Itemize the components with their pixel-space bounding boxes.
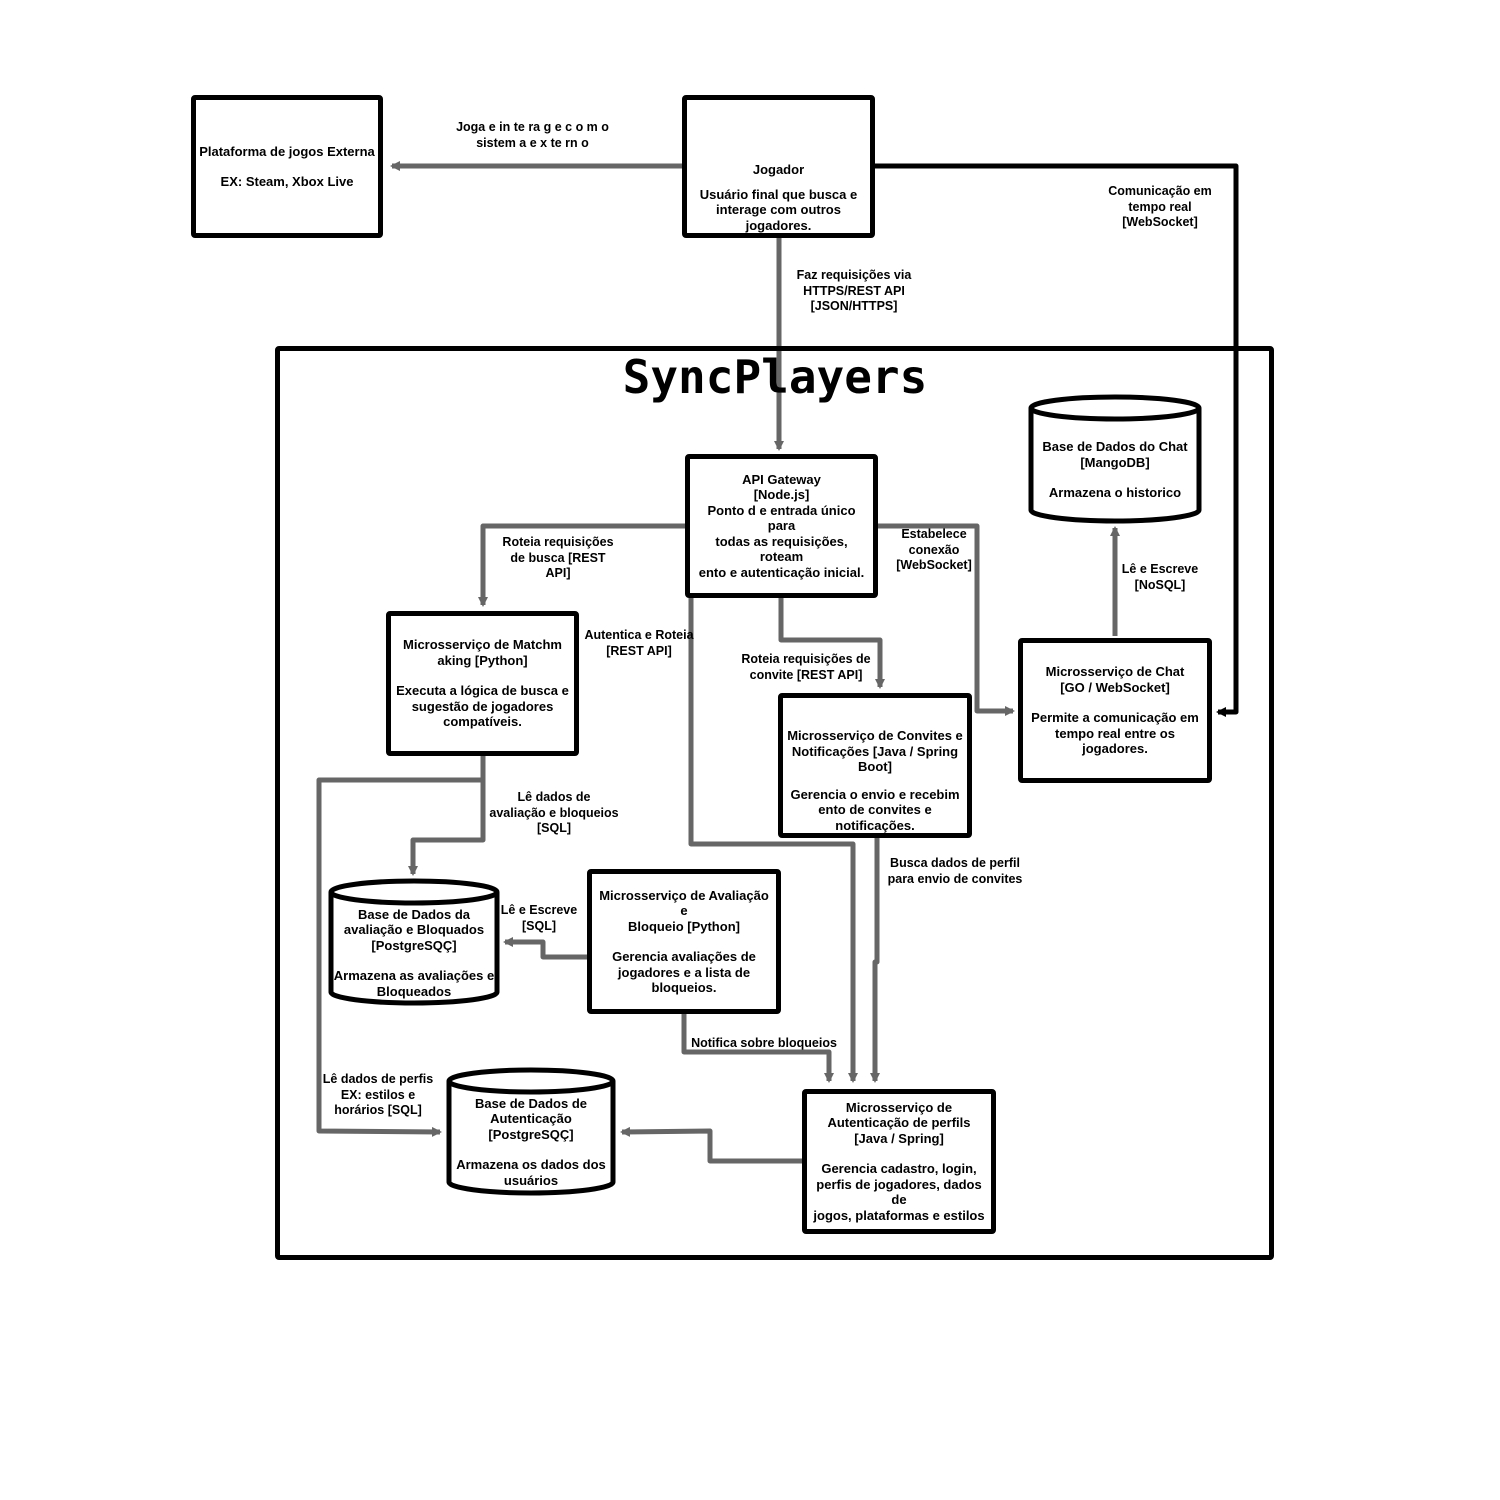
matchmaking-box-text-line: Executa a lógica de busca e	[396, 683, 569, 699]
rating-db-label-text-line: Armazena as avaliações e	[333, 968, 495, 984]
api-gateway-box-text-line: Ponto d e entrada único para	[707, 502, 856, 534]
matchmaking-box-text-line: compatíveis.	[443, 714, 522, 730]
chat-db-label-text-line: [MangoDB]	[1080, 454, 1150, 470]
rating-service-box-text-line: Microsserviço de Avaliação e	[599, 887, 769, 919]
label-invites-auth: Busca dados de perfil para envio de conv…	[887, 856, 1023, 886]
label-gateway-chat: Estabelece conexão [WebSocket]	[896, 527, 972, 572]
chat-service-box[interactable]: Microsserviço de Chat[GO / WebSocket] Per…	[1018, 638, 1212, 783]
rating-db-label-text-line: [PostgreSQÇ]	[371, 937, 457, 953]
auth-db-label-text-line: Base de Dados de	[475, 1095, 587, 1111]
rating-service-box-text-line: bloqueios.	[651, 980, 717, 995]
matchmaking-box-text-line: aking [Python]	[437, 652, 528, 668]
auth-db-label-text-line: Armazena os dados dos	[456, 1157, 606, 1173]
auth-db-label-text-line: Autenticação	[490, 1111, 572, 1127]
system-title: SyncPlayers	[622, 350, 928, 404]
cylinder-auth-db	[446, 1067, 616, 1196]
edge-rating-auth	[681, 1013, 834, 1083]
auth-db-label-text-line: [PostgreSQÇ]	[488, 1126, 574, 1142]
chat-service-box-text-line: jogadores.	[1082, 741, 1148, 757]
invites-box-text-line: Notificações [Java / Spring	[791, 743, 959, 759]
edge-rating-ratingdb	[503, 937, 588, 960]
api-gateway-box-text-line: API Gateway	[742, 471, 821, 487]
auth-service-box-text-line: jogos, plataformas e estilos	[813, 1207, 985, 1223]
edge-gateway-chat	[877, 523, 1015, 716]
label-matchmaking-authdb: Lê dados de perfis EX: estilos e horário…	[322, 1072, 434, 1117]
matchmaking-box-text-line: Microsserviço de Matchm	[403, 637, 562, 653]
chat-db-label-text-line: Armazena o historico	[1048, 485, 1182, 501]
api-gateway-box-text-line: todas as requisições, roteam	[715, 533, 848, 565]
edge-player-chat	[874, 163, 1239, 717]
label-rating-ratingdb: Lê e Escreve [SQL]	[500, 903, 578, 933]
chat-service-box-text-line: [GO / WebSocket]	[1060, 679, 1170, 695]
label-gateway-invites: Roteia requisições de convite [REST API]	[741, 652, 871, 682]
api-gateway-box-text-line: [Node.js]	[753, 487, 810, 503]
cylinder-rating-db	[328, 878, 500, 1006]
chat-service-box-text-line: Microsserviço de Chat	[1045, 664, 1185, 680]
rating-service-box-text-line: Bloqueio [Python]	[628, 918, 740, 934]
invites-box-text-line: ento de convites e	[818, 802, 932, 817]
chat-service-box-text-line: Permite a comunicação em	[1031, 710, 1199, 726]
label-player-gateway: Faz requisições via HTTPS/REST API [JSON…	[796, 268, 912, 313]
edge-gateway-invites	[778, 598, 885, 689]
chat-db-label[interactable]: Base de Dados do Chat[MangoDB] Armazena o…	[1031, 420, 1199, 520]
auth-service-box-text-line: perfis de jogadores, dados de	[816, 1176, 982, 1208]
auth-service-box-text-line: Gerencia cadastro, login,	[821, 1161, 977, 1177]
player-box-text-line: jogadores.	[745, 217, 812, 233]
edge-gateway-matchmaking	[478, 523, 686, 607]
auth-db-label-text-line: usuários	[503, 1172, 559, 1188]
invites-box-text-line: notificações.	[835, 817, 915, 833]
rating-service-box-text-line: jogadores e a lista de	[617, 964, 751, 980]
rating-db-label-text-line: Base de Dados da	[358, 906, 470, 922]
invites-box-text-line: Microsserviço de Convites e	[787, 728, 963, 743]
api-gateway-box-text-line: ento e autenticação inicial.	[698, 564, 865, 580]
edge-matchmaking-authdb	[316, 777, 483, 1137]
invites-box-text-line: Boot]	[858, 759, 892, 774]
player-box-text-line: interage com outros	[716, 202, 841, 217]
external-platform-box-text-line: EX: Steam, Xbox Live	[220, 174, 354, 189]
edge-matchmaking-ratingdb	[408, 755, 486, 876]
chat-db-label-text-line: Base de Dados do Chat	[1042, 439, 1188, 455]
label-gateway-matchmaking: Roteia requisições de busca [REST API]	[502, 535, 614, 580]
auth-service-box-text-line: Autenticação de perfils	[827, 1115, 971, 1131]
label-gateway-auth: Autentica e Roteia [REST API]	[584, 628, 694, 658]
label-matchmaking-ratingdb: Lê dados de avaliação e bloqueios [SQL]	[489, 790, 619, 835]
system-boundary	[275, 346, 1274, 1260]
edge-invites-auth	[870, 837, 880, 1083]
auth-service-box-text-line: [Java / Spring]	[854, 1130, 944, 1146]
rating-service-box-text-line: Gerencia avaliações de	[612, 949, 756, 964]
api-gateway-box[interactable]: API Gateway[Node.js]Ponto d e entrada ún…	[685, 454, 878, 598]
chat-service-box-text-line: tempo real entre os	[1055, 725, 1175, 741]
rating-db-label-text-line: Bloqueados	[376, 983, 452, 999]
cylinder-chat-db	[1028, 394, 1202, 524]
player-box-text-line: Usuário final que busca e	[699, 186, 858, 202]
auth-service-box-text-line: Microsserviço de	[845, 1099, 953, 1115]
rating-db-label-text-line: avaliação e Bloquados	[343, 922, 485, 938]
external-platform-box-text-line: Plataforma de jogos Externa	[199, 143, 375, 159]
label-player-external: Joga e in te ra g e c o m o sistem a e x…	[456, 120, 609, 150]
matchmaking-box-text-line: sugestão de jogadores	[411, 698, 554, 714]
player-box-text-line: Jogador	[752, 162, 805, 177]
edge-auth-authdb	[620, 1126, 804, 1164]
invites-box-text-line: Gerencia o envio e recebim	[790, 786, 960, 802]
label-player-chat: Comunicação em tempo real [WebSocket]	[1108, 184, 1212, 229]
label-rating-auth: Notifica sobre bloqueios	[691, 1036, 837, 1050]
label-chat-chatdb: Lê e Escreve [NoSQL]	[1121, 562, 1199, 592]
edge-gateway-auth	[688, 598, 858, 1083]
